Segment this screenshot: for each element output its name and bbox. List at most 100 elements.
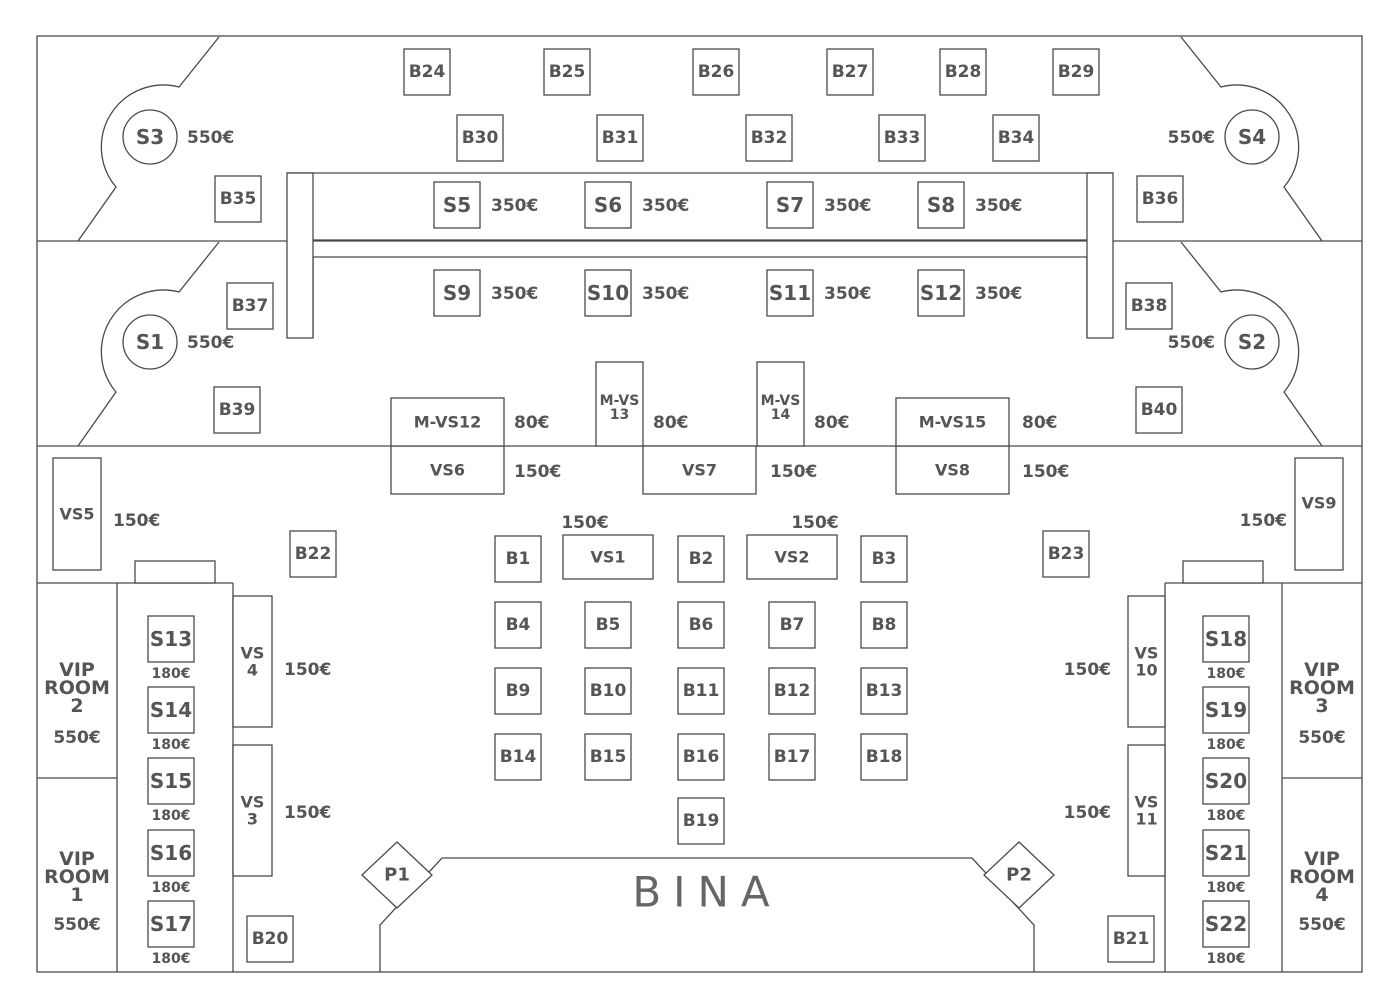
table-outline[interactable] (1127, 595, 1166, 728)
table-outline[interactable] (147, 829, 195, 877)
table-outline[interactable] (1052, 48, 1100, 96)
table-b28[interactable]: B28 (939, 48, 987, 96)
table-b30[interactable]: B30 (456, 114, 504, 162)
table-outline[interactable] (213, 386, 261, 434)
table-outline[interactable] (584, 601, 632, 649)
table-b15[interactable]: B15 (584, 733, 632, 781)
table-outline[interactable] (768, 667, 816, 715)
table-outline[interactable] (766, 181, 814, 229)
table-b27[interactable]: B27 (826, 48, 874, 96)
table-b9[interactable]: B9 (494, 667, 542, 715)
table-outline[interactable] (756, 361, 805, 447)
table-outline[interactable] (1135, 386, 1183, 434)
table-outline[interactable] (232, 595, 273, 728)
table-outline[interactable] (677, 797, 725, 845)
table-b20[interactable]: B20 (246, 915, 294, 963)
table-b26[interactable]: B26 (692, 48, 740, 96)
table-outline[interactable] (1202, 900, 1250, 948)
table-b16[interactable]: B16 (677, 733, 725, 781)
table-b36[interactable]: B36 (1136, 175, 1184, 223)
table-outline[interactable] (584, 269, 632, 317)
table-outline[interactable] (895, 445, 1010, 495)
table-b14[interactable]: B14 (494, 733, 542, 781)
table-outline[interactable] (939, 48, 987, 96)
table-b29[interactable]: B29 (1052, 48, 1100, 96)
table-outline[interactable] (1294, 457, 1344, 571)
table-outline[interactable] (826, 48, 874, 96)
table-b25[interactable]: B25 (543, 48, 591, 96)
table-outline[interactable] (1202, 757, 1250, 805)
table-outline[interactable] (766, 269, 814, 317)
table-outline[interactable] (860, 601, 908, 649)
table-outline[interactable] (584, 667, 632, 715)
table-b32[interactable]: B32 (745, 114, 793, 162)
table-outline[interactable] (147, 615, 195, 663)
table-b38[interactable]: B38 (1125, 282, 1173, 330)
table-outline[interactable] (584, 181, 632, 229)
seat-circle[interactable] (122, 109, 178, 165)
table-outline[interactable] (746, 534, 838, 580)
table-b2[interactable]: B2 (677, 535, 725, 583)
table-outline[interactable] (147, 686, 195, 734)
table-outline[interactable] (677, 535, 725, 583)
table-outline[interactable] (433, 181, 481, 229)
table-b3[interactable]: B3 (860, 535, 908, 583)
table-b34[interactable]: B34 (992, 114, 1040, 162)
table-outline[interactable] (147, 900, 195, 948)
table-outline[interactable] (494, 601, 542, 649)
table-outline[interactable] (232, 744, 273, 877)
table-outline[interactable] (860, 535, 908, 583)
table-b31[interactable]: B31 (596, 114, 644, 162)
table-b22[interactable]: B22 (289, 530, 337, 578)
table-outline[interactable] (677, 733, 725, 781)
table-outline[interactable] (1136, 175, 1184, 223)
table-outline[interactable] (860, 733, 908, 781)
table-b39[interactable]: B39 (213, 386, 261, 434)
table-b7[interactable]: B7 (768, 601, 816, 649)
table-outline[interactable] (562, 534, 654, 580)
table-outline[interactable] (214, 175, 262, 223)
table-outline[interactable] (494, 733, 542, 781)
table-b33[interactable]: B33 (878, 114, 926, 162)
table-outline[interactable] (543, 48, 591, 96)
table-b8[interactable]: B8 (860, 601, 908, 649)
table-b21[interactable]: B21 (1107, 915, 1155, 963)
table-outline[interactable] (433, 269, 481, 317)
table-b12[interactable]: B12 (768, 667, 816, 715)
table-outline[interactable] (246, 915, 294, 963)
table-outline[interactable] (226, 282, 274, 330)
table-outline[interactable] (1202, 686, 1250, 734)
table-outline[interactable] (642, 445, 757, 495)
table-b11[interactable]: B11 (677, 667, 725, 715)
table-outline[interactable] (745, 114, 793, 162)
table-outline[interactable] (768, 733, 816, 781)
table-outline[interactable] (692, 48, 740, 96)
table-b10[interactable]: B10 (584, 667, 632, 715)
table-b40[interactable]: B40 (1135, 386, 1183, 434)
table-outline[interactable] (595, 361, 644, 447)
